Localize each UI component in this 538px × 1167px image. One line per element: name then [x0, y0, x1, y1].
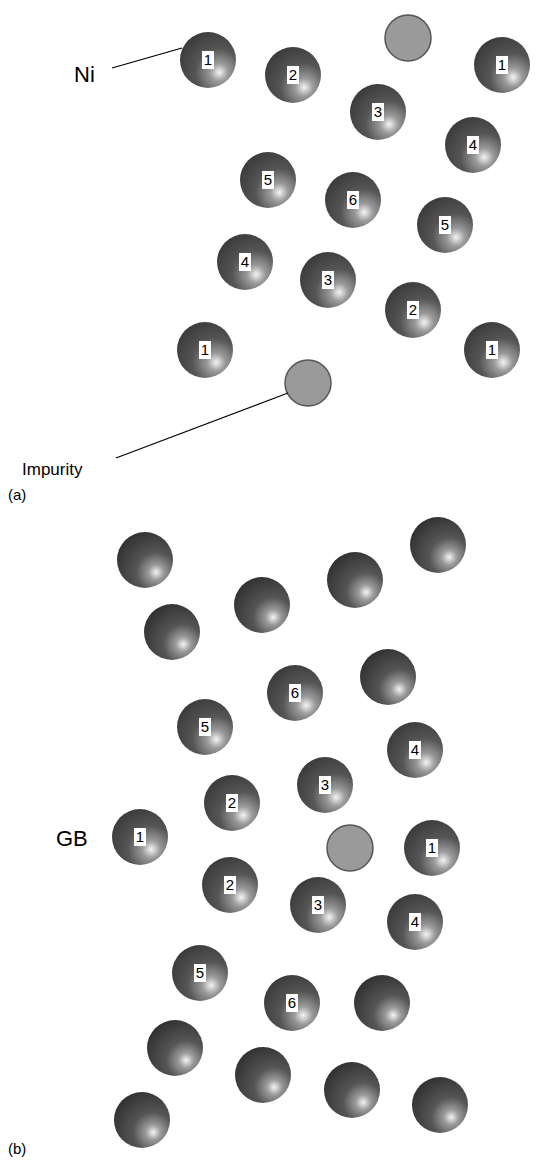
atom-number: 2	[287, 66, 299, 84]
ni-atom: 3	[290, 877, 346, 933]
atom-number: 1	[426, 839, 438, 857]
ni-atom: 3	[297, 757, 353, 813]
ni-atom: 1	[112, 809, 168, 865]
figure-label: (a)	[8, 486, 26, 503]
ni-atom: 2	[204, 775, 260, 831]
atom-number: 6	[347, 191, 359, 209]
ni-atom: 2	[202, 857, 258, 913]
figure-label: Impurity	[22, 460, 82, 480]
atom-number: 1	[199, 341, 211, 359]
atom-number: 1	[486, 341, 498, 359]
ni-atom: 5	[177, 699, 233, 755]
ni-atom: 1	[474, 37, 530, 93]
atom-number: 6	[289, 684, 301, 702]
ni-atom: 6	[267, 665, 323, 721]
impurity-atoms	[285, 15, 431, 871]
atom-number: 3	[319, 776, 331, 794]
atom-number: 3	[322, 271, 334, 289]
ni-atom: 3	[300, 252, 356, 308]
figure-label: Ni	[74, 62, 95, 88]
ni-atom: 2	[385, 282, 441, 338]
atom-number: 2	[407, 301, 419, 319]
ni-atom: 5	[240, 152, 296, 208]
atom-number: 4	[467, 136, 479, 154]
atom-number: 5	[194, 964, 206, 982]
atom-number: 4	[409, 741, 421, 759]
atom-number: 6	[286, 994, 298, 1012]
atom-number: 5	[199, 718, 211, 736]
ni-atom: 6	[325, 172, 381, 228]
atom-number: 3	[372, 103, 384, 121]
atom-number: 2	[224, 876, 236, 894]
atom-number: 5	[439, 216, 451, 234]
atom-number: 1	[202, 51, 214, 69]
leader-lines	[112, 48, 288, 458]
ni-atom: 5	[417, 197, 473, 253]
atom-number: 4	[409, 913, 421, 931]
ni-atom: 1	[404, 820, 460, 876]
ni-atom: 1	[464, 322, 520, 378]
atom-number: 2	[226, 794, 238, 812]
ni-atom: 1	[177, 322, 233, 378]
ni-atom: 3	[350, 84, 406, 140]
figure-label: (b)	[8, 1140, 26, 1157]
atom-number: 1	[496, 56, 508, 74]
ni-atom: 4	[387, 894, 443, 950]
ni-atom: 4	[217, 234, 273, 290]
atom-number: 5	[262, 171, 274, 189]
atom-number: 4	[239, 253, 251, 271]
ni-atom: 4	[445, 117, 501, 173]
ni-atom: 1	[180, 32, 236, 88]
figure-label: GB	[56, 826, 88, 852]
atom-number: 3	[312, 896, 324, 914]
ni-atom: 6	[264, 975, 320, 1031]
ni-atom: 2	[265, 47, 321, 103]
ni-atom: 5	[172, 945, 228, 1001]
ni-atom: 4	[387, 722, 443, 778]
atom-number: 1	[134, 828, 146, 846]
